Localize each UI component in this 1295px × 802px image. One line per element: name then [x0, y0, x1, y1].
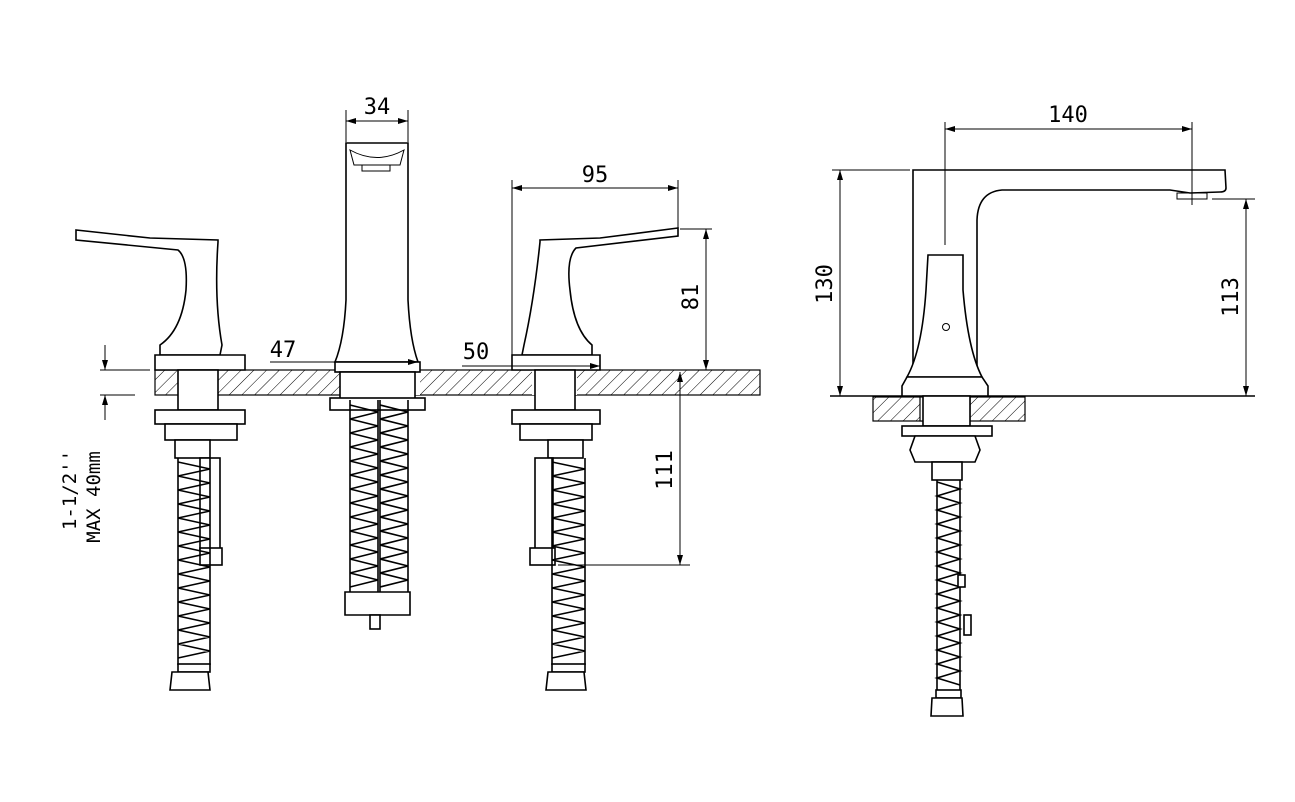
dimension-111: 111	[558, 372, 690, 566]
dim-label: 140	[1048, 103, 1088, 128]
dim-label: 50	[463, 340, 490, 365]
dimension-140: 140	[944, 103, 1201, 245]
dim-label: 81	[679, 284, 704, 311]
dim-label: 130	[813, 264, 838, 304]
left-handle	[75, 229, 246, 691]
front-view: 34 95 81 47 50 111 1	[59, 95, 761, 691]
dim-label: 113	[1219, 277, 1244, 317]
hose-zigzag	[379, 404, 409, 588]
dim-label: 47	[270, 338, 297, 363]
dimension-95: 95	[511, 163, 679, 355]
dimension-81: 81	[679, 228, 712, 370]
dimension-47: 47	[270, 338, 418, 365]
hose-zigzag	[934, 481, 963, 686]
side-handle	[905, 254, 984, 378]
right-handle	[511, 227, 679, 691]
dimension-50: 50	[462, 340, 600, 369]
dimension-deck-thickness: 1-1/2'' MAX 40mm	[59, 345, 150, 543]
dimension-113: 113	[1212, 198, 1255, 396]
dim-label: 34	[364, 95, 391, 120]
dim-label: 95	[582, 163, 609, 188]
dim-label: 111	[653, 450, 678, 490]
hose-zigzag	[349, 404, 379, 588]
dimension-130: 130	[813, 169, 910, 396]
countertop-section	[154, 369, 761, 396]
spout	[329, 142, 426, 630]
dimension-34: 34	[345, 95, 409, 142]
dim-label-line1: 1-1/2''	[59, 450, 81, 530]
side-view: 140 130 113	[813, 103, 1255, 717]
hose-zigzag	[551, 461, 586, 659]
dim-label-line2: MAX 40mm	[83, 451, 105, 543]
